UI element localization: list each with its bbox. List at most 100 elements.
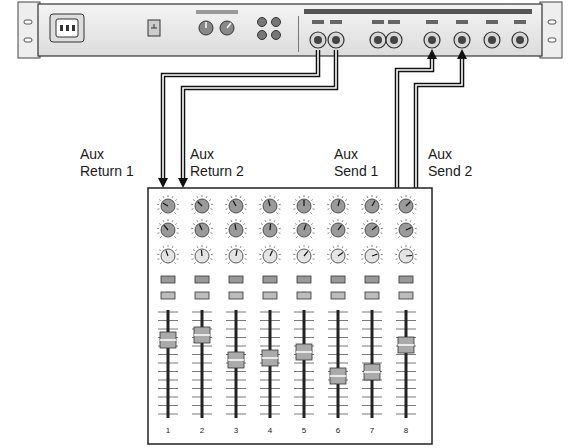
knob-scale xyxy=(163,196,165,198)
knob-scale xyxy=(299,246,301,248)
fader-cap xyxy=(194,327,210,343)
knob-scale xyxy=(304,195,305,197)
knob-scale xyxy=(397,224,399,225)
channel-number: 4 xyxy=(263,426,277,435)
knob-scale xyxy=(159,250,161,251)
knob-scale xyxy=(274,246,276,248)
knob-scale xyxy=(381,204,383,205)
knob-scale xyxy=(160,236,161,237)
knob-pointer xyxy=(268,200,270,206)
knob-scale xyxy=(175,224,177,225)
jack-label-plate xyxy=(388,20,400,24)
knob-scale xyxy=(410,246,412,248)
cable-outline xyxy=(163,50,318,178)
fader-cap xyxy=(228,352,244,368)
cable-core xyxy=(163,50,318,178)
knob-scale xyxy=(163,246,165,248)
knob-scale xyxy=(396,208,398,210)
push-button xyxy=(331,292,345,299)
knob-scale xyxy=(262,212,263,213)
knob-pointer xyxy=(236,250,237,256)
knob-scale xyxy=(172,220,174,222)
push-button xyxy=(297,276,311,283)
knob-scale xyxy=(327,204,329,205)
knob-scale xyxy=(191,254,193,255)
knob-scale xyxy=(209,250,211,251)
knob-scale xyxy=(245,254,247,255)
channel-number: 3 xyxy=(229,426,243,435)
cable-label: Aux Return 2 xyxy=(190,146,252,180)
push-button xyxy=(195,276,209,283)
channel-number: 7 xyxy=(365,426,379,435)
knob-scale xyxy=(240,220,242,222)
knob-scale xyxy=(168,195,169,197)
knob-scale xyxy=(413,224,415,225)
knob-scale xyxy=(333,220,335,222)
rotary-knob xyxy=(263,199,277,213)
knob-pointer xyxy=(201,250,203,256)
cable-label: Aux Send 1 xyxy=(334,146,388,180)
knob-scale xyxy=(367,196,369,198)
knob-scale xyxy=(313,208,315,210)
cable-label: Aux Send 2 xyxy=(428,146,482,180)
knob-scale xyxy=(265,246,267,248)
knob-scale xyxy=(208,212,209,213)
knob-scale xyxy=(175,250,177,251)
knob-scale xyxy=(236,219,237,221)
knob-scale xyxy=(172,246,174,248)
knob-scale xyxy=(245,208,247,210)
knob-scale xyxy=(163,220,165,222)
knob-scale xyxy=(294,258,296,260)
knob-scale xyxy=(193,224,195,225)
knob-scale xyxy=(308,220,310,222)
knob-pointer xyxy=(235,224,236,230)
fader-track xyxy=(167,310,170,418)
knob-scale xyxy=(413,200,415,201)
fader-cap xyxy=(296,344,312,360)
knob-scale xyxy=(378,262,379,263)
rotary-knob xyxy=(263,223,277,237)
knob-pointer xyxy=(164,225,168,230)
knob-scale xyxy=(313,254,315,255)
jack-socket xyxy=(424,32,440,48)
jack-label-plate xyxy=(372,20,384,24)
knob-scale xyxy=(295,224,297,225)
knob-scale xyxy=(262,236,263,237)
knob-scale xyxy=(160,212,161,213)
knob-scale xyxy=(401,220,403,222)
knob-scale xyxy=(347,208,349,210)
knob-scale xyxy=(310,236,311,237)
jack-hole xyxy=(390,36,398,44)
knob-scale xyxy=(363,200,365,201)
knob-scale xyxy=(259,204,261,205)
fader-track xyxy=(405,310,408,418)
push-button xyxy=(365,276,379,283)
knob-scale xyxy=(192,258,194,260)
knob-scale xyxy=(415,208,417,210)
knob-scale xyxy=(294,232,296,234)
fader-cap xyxy=(262,350,278,366)
jack-hole xyxy=(314,36,322,44)
knob-scale xyxy=(412,236,413,237)
knob-scale xyxy=(379,200,381,201)
knob-scale xyxy=(177,208,179,210)
knob-scale xyxy=(194,262,195,263)
knob-scale xyxy=(313,228,315,229)
knob-scale xyxy=(276,262,277,263)
rotary-knob xyxy=(365,249,379,263)
knob-scale xyxy=(177,228,179,229)
jack-socket xyxy=(328,32,344,48)
knob-scale xyxy=(363,250,365,251)
knob-pointer xyxy=(372,201,375,206)
fader-cap-line xyxy=(160,339,176,341)
knob-scale xyxy=(338,219,339,221)
jack-label-plate xyxy=(330,20,342,24)
rotary-knob xyxy=(365,199,379,213)
knob-scale xyxy=(174,262,175,263)
knob-pointer xyxy=(372,254,378,256)
push-button xyxy=(399,276,413,283)
knob-scale xyxy=(313,232,315,234)
knob-scale xyxy=(236,245,237,247)
knob-scale xyxy=(396,232,398,234)
